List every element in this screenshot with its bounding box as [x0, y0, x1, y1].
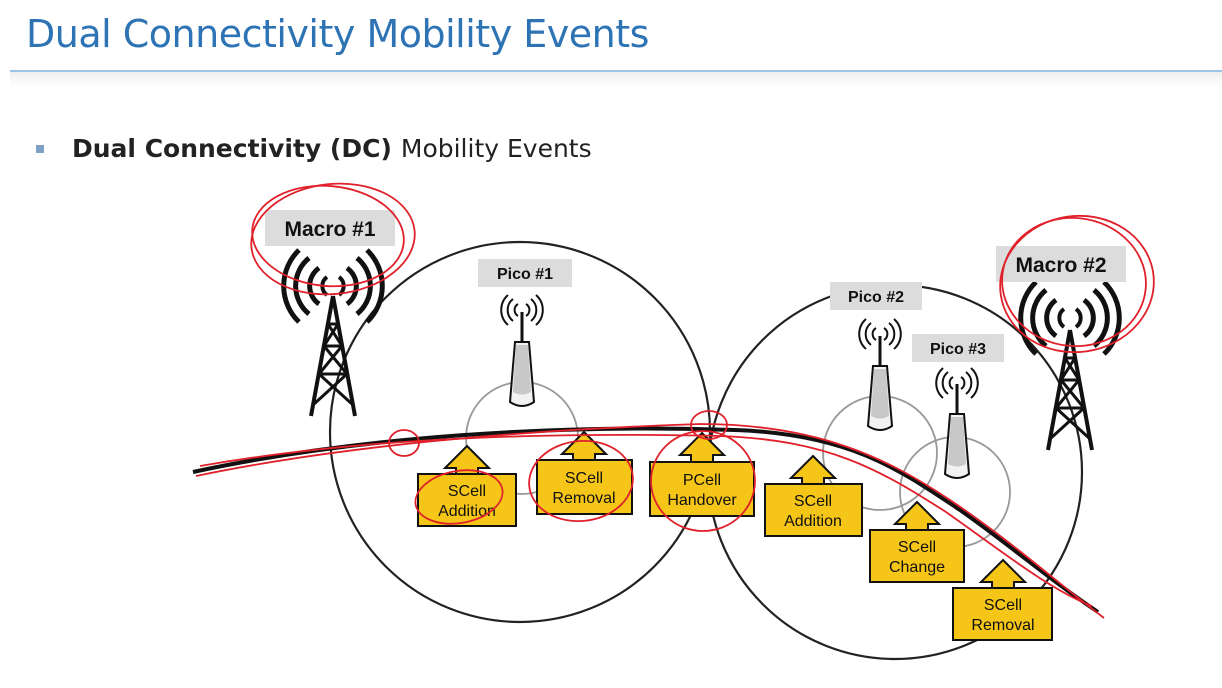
- annotation-trajectory-stroke: [195, 423, 1105, 619]
- annotation-trajectory-stroke-2: [199, 433, 1093, 607]
- event-label-line2: Removal: [971, 617, 1034, 634]
- macro-2-label: Macro #2: [1015, 254, 1106, 277]
- event-label-line1: SCell: [565, 470, 603, 487]
- annotation-circle-macro-1-overlap: [251, 184, 405, 288]
- pico-2-antenna: [858, 318, 902, 432]
- event-scell-addition-2: SCell Addition: [764, 455, 863, 537]
- bullet-bold-text: Dual Connectivity (DC): [72, 134, 392, 163]
- pico-3-antenna: [935, 367, 979, 480]
- event-label-line1: SCell: [448, 483, 486, 500]
- event-label-line2: Addition: [438, 503, 496, 520]
- event-scell-removal-2: SCell Removal: [952, 559, 1053, 641]
- bullet-item: Dual Connectivity (DC) Mobility Events: [36, 134, 592, 163]
- slide-title: Dual Connectivity Mobility Events: [26, 12, 649, 56]
- annotation-circle-pcell-handover: [650, 430, 756, 532]
- event-label-line2: Removal: [552, 490, 615, 507]
- pico-2-label-box: Pico #2: [830, 282, 922, 310]
- annotation-circle-cell-edge: [388, 429, 420, 457]
- macro-2-label-box: Macro #2: [996, 246, 1126, 282]
- annotation-circle-macro-2-overlap: [1001, 217, 1147, 347]
- annotation-circle-macro-2: [999, 214, 1155, 354]
- event-label-line1: SCell: [898, 539, 936, 556]
- annotation-circle-intersection: [690, 410, 728, 440]
- event-scell-removal-1: SCell Removal: [536, 431, 633, 515]
- annotation-circle-macro-1: [250, 182, 416, 296]
- event-label-line2: Handover: [667, 492, 737, 509]
- red-annotations: [195, 182, 1155, 619]
- bullet-marker: [36, 144, 44, 153]
- title-divider: [10, 70, 1222, 72]
- pico-2-label: Pico #2: [848, 289, 904, 306]
- pico-1-label: Pico #1: [497, 266, 553, 283]
- bullet-text: Mobility Events: [400, 134, 592, 163]
- event-label-line2: Addition: [784, 513, 842, 530]
- event-label-line2: Change: [889, 559, 945, 576]
- macro-2-tower: [1021, 282, 1120, 452]
- pico-1-antenna: [500, 294, 544, 408]
- event-pcell-handover: PCell Handover: [649, 432, 755, 517]
- ue-trajectory: [192, 426, 1100, 614]
- annotation-circle-scell-removal: [528, 439, 634, 523]
- macro-1-tower: [284, 250, 383, 418]
- event-label-line1: SCell: [984, 597, 1022, 614]
- event-label-line1: SCell: [794, 493, 832, 510]
- pico-3-label-box: Pico #3: [912, 334, 1004, 362]
- pico-1-label-box: Pico #1: [478, 259, 572, 287]
- annotation-circle-scell-addition: [414, 469, 504, 525]
- macro-1-label: Macro #1: [284, 218, 375, 241]
- title-shadow: [10, 72, 1222, 86]
- event-scell-addition-1: SCell Addition: [417, 445, 517, 527]
- macro-1-label-box: Macro #1: [265, 210, 395, 246]
- pico-3-label: Pico #3: [930, 341, 986, 358]
- event-label-line1: PCell: [683, 472, 721, 489]
- event-scell-change: SCell Change: [869, 501, 965, 583]
